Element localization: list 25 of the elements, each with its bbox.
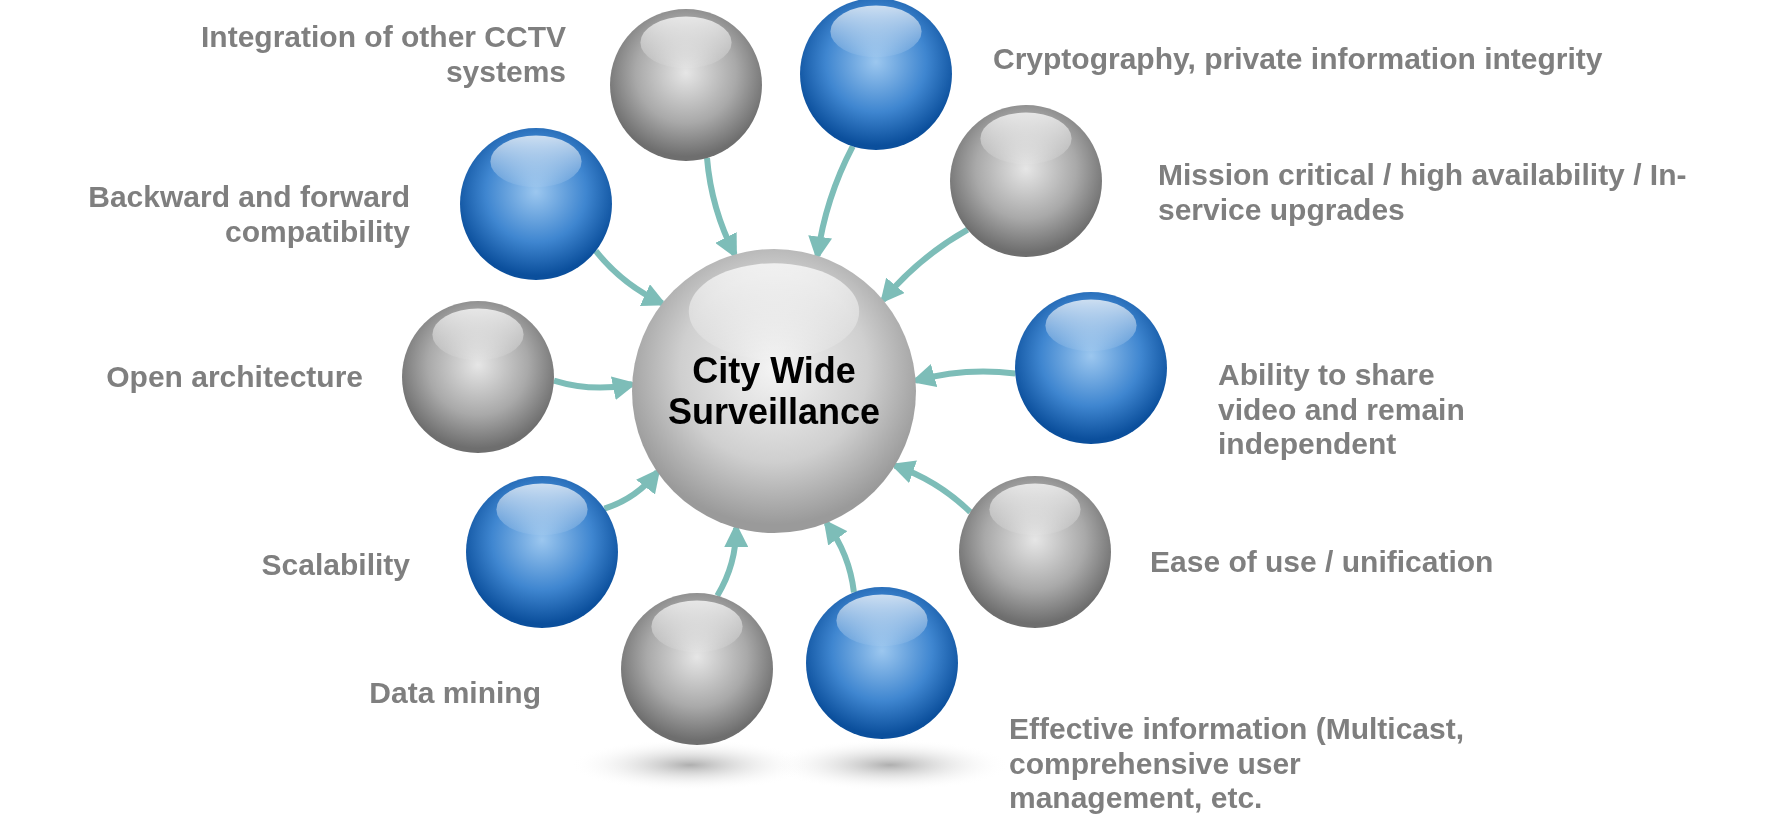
sphere-label: Data mining bbox=[368, 676, 541, 711]
sphere-label: Scalability bbox=[260, 548, 410, 583]
arrow bbox=[823, 519, 857, 593]
sphere-label: Integration of other CCTV systems bbox=[200, 20, 566, 89]
node-title: City Wide Surveillance bbox=[666, 349, 882, 433]
sphere bbox=[460, 128, 612, 280]
sphere-label: Ability to share video and remain independent bbox=[1218, 358, 1466, 462]
arrow bbox=[603, 468, 661, 512]
sphere bbox=[466, 476, 618, 628]
sphere-label: Ease of use / unification bbox=[1150, 545, 1495, 580]
sphere bbox=[402, 301, 554, 453]
sphere bbox=[1015, 292, 1167, 444]
sphere-label: Effective information (Multicast, comprehensive user management, etc. bbox=[1009, 712, 1466, 816]
sphere bbox=[621, 593, 773, 745]
sphere bbox=[959, 476, 1111, 628]
sphere bbox=[806, 587, 958, 739]
arrow bbox=[593, 249, 667, 306]
center-sphere bbox=[632, 249, 916, 533]
sphere bbox=[950, 105, 1102, 257]
sphere-label: Mission critical / high availability / In-service upgrades bbox=[1158, 158, 1688, 227]
sphere bbox=[610, 9, 762, 161]
sphere-label: Backward and forward compatibility bbox=[87, 180, 410, 249]
sphere-label: Open architecture bbox=[105, 360, 363, 395]
sphere-label: Cryptography, private information integrity bbox=[993, 42, 1604, 77]
arrow bbox=[879, 227, 970, 304]
